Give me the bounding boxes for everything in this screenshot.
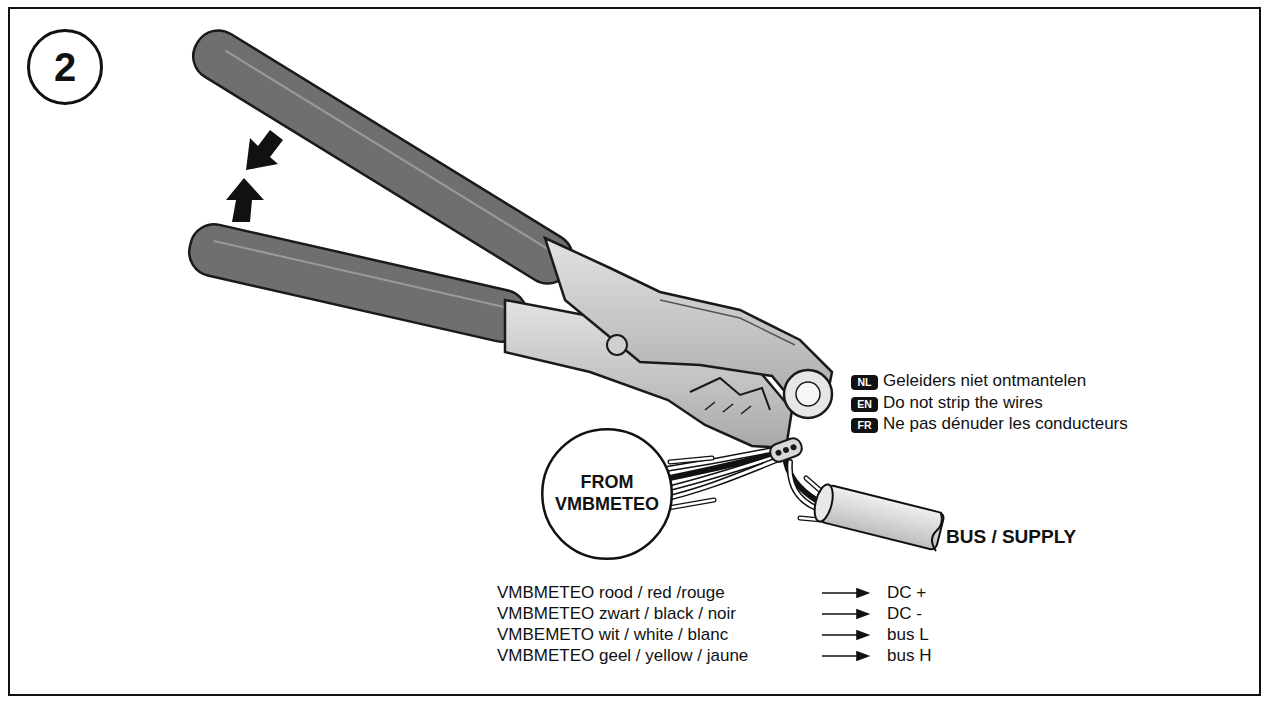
language-badge: EN [851,397,878,412]
wire-color: VMBMETEO geel / yellow / jaune [497,647,748,666]
cable-label: BUS / SUPPLY [946,527,1076,548]
bus-cable [786,462,945,550]
circle-outline [29,31,102,104]
step-number: 2 [27,29,103,105]
node-text: FROM VMBMETEO [551,472,663,515]
warning-note: Do not strip the wires [883,394,1043,413]
wire-color: VMBMETEO rood / red /rouge [497,584,725,603]
signal-name: bus H [887,647,931,666]
pliers [184,21,832,463]
wire-color: VMBMETEO zwart / black / noir [497,605,736,624]
signal-name: bus L [887,626,929,645]
source-circle: FROM VMBMETEO [541,428,673,560]
mapping-arrows [822,589,868,660]
signal-name: DC - [887,605,922,624]
circle-outline [542,429,672,559]
wire-color: VMBEMETO wit / white / blanc [497,626,728,645]
language-badge: NL [851,375,878,390]
language-badge: FR [851,418,878,433]
badge-text: EN [857,399,872,410]
meteo-wires [660,448,782,508]
frame [9,8,1260,695]
squeeze-arrows [226,130,283,222]
warning-note: Geleiders niet ontmantelen [883,372,1086,391]
node-text: 2 [54,43,76,91]
badge-text: FR [858,420,872,431]
signal-name: DC + [887,584,926,603]
badge-text: NL [858,377,872,388]
warning-note: Ne pas dénuder les conducteurs [883,415,1128,434]
